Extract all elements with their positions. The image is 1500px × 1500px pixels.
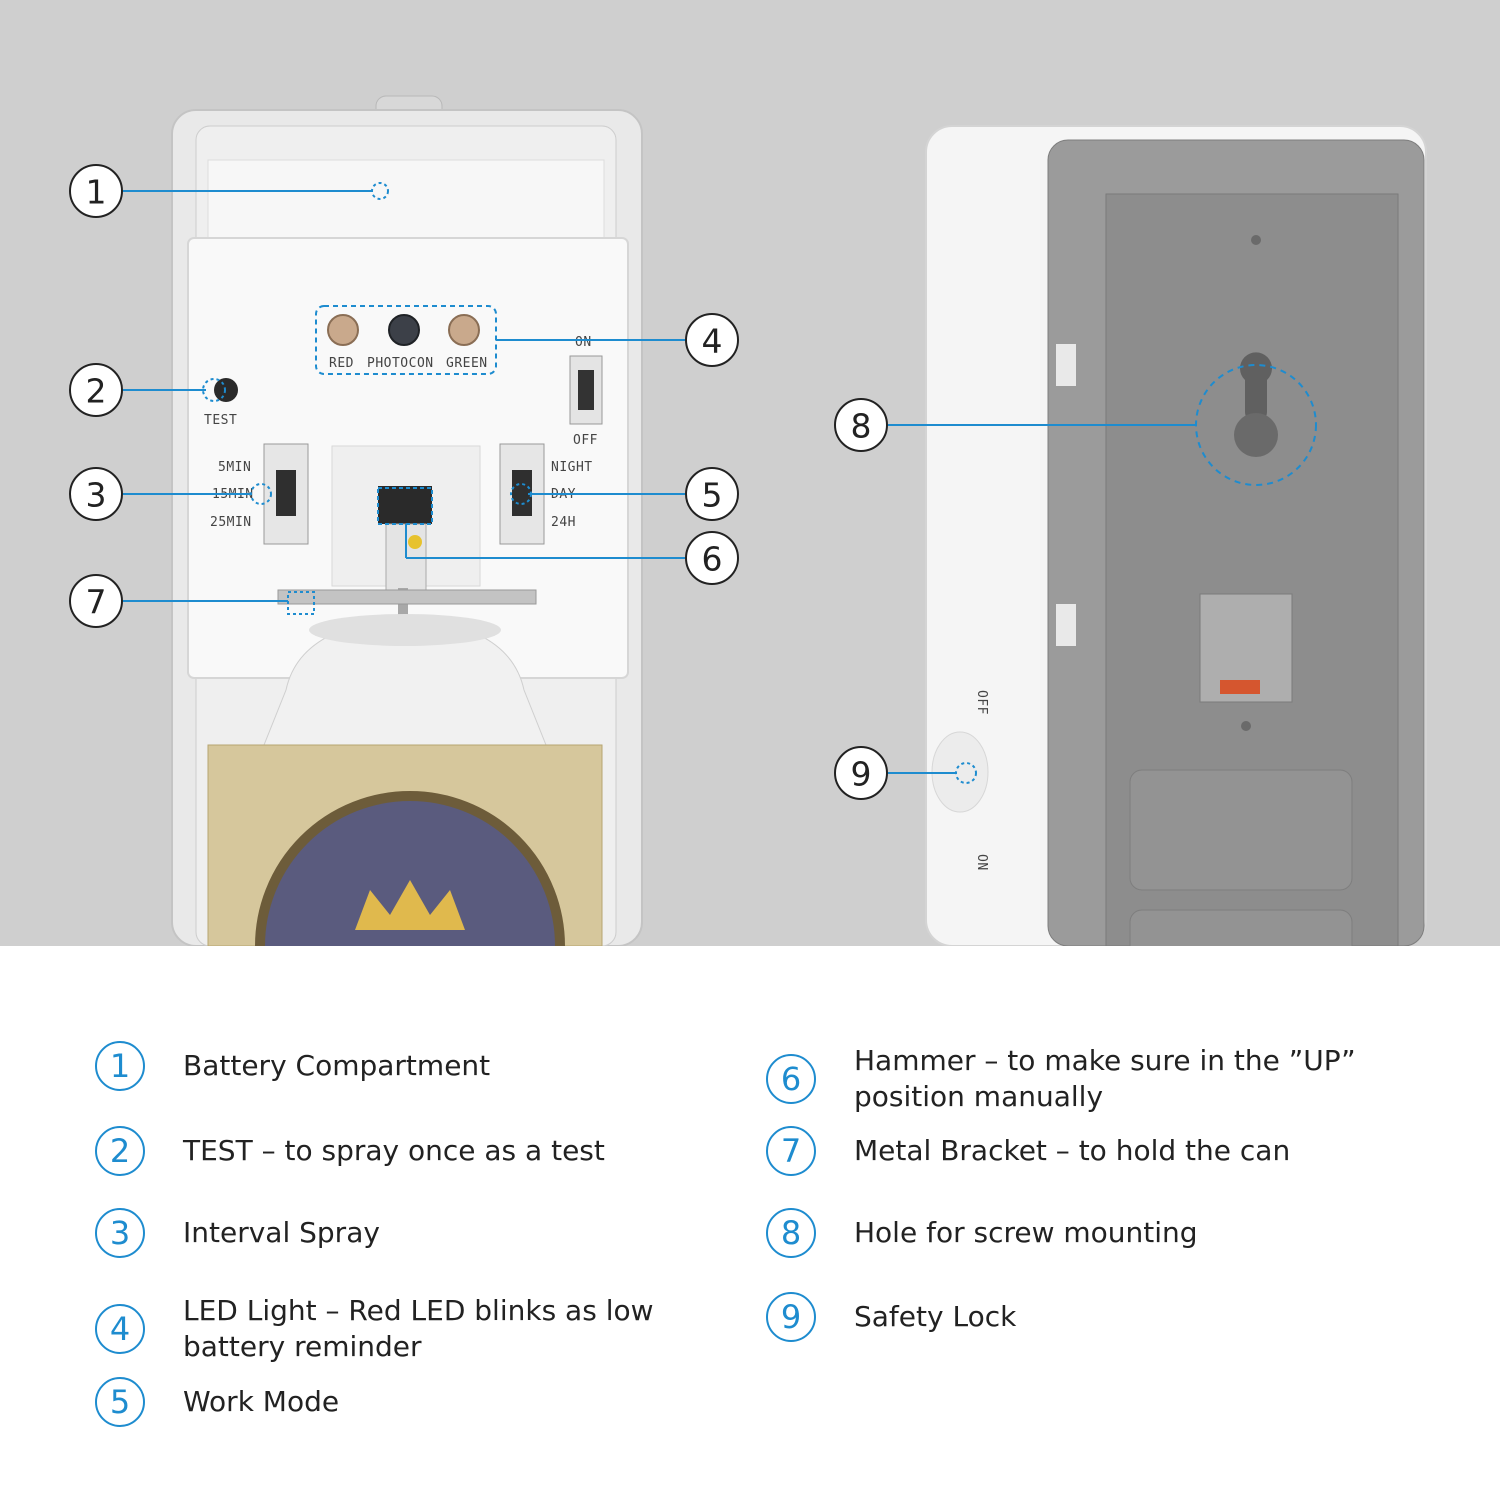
green-led [448,314,480,346]
front-view-device: RED PHOTOCON GREEN TEST ON OFF 5MIN 15MI… [171,95,643,946]
svg-text:3: 3 [86,476,107,515]
back-view-device: OFF ON [925,125,1427,946]
callout-6 [685,531,739,585]
legend-item-8: 8 Hole for screw mounting [766,1208,1374,1258]
label-24h: 24H [551,515,576,530]
svg-text:4: 4 [702,322,723,361]
svg-text:8: 8 [851,407,872,446]
legend-text: Battery Compartment [183,1049,491,1082]
hammer[interactable] [378,486,432,524]
svg-text:1: 1 [86,173,107,212]
callouts [123,182,1317,784]
metal-bracket [277,589,537,605]
label-25min: 25MIN [210,515,252,530]
label-green: GREEN [446,356,488,371]
legend-number: 1 [95,1041,145,1091]
svg-text:5: 5 [702,476,723,515]
device-illustration: RED PHOTOCON GREEN TEST ON OFF 5MIN 15MI… [69,95,1427,946]
screw-mount-hole [1240,352,1272,423]
legend-number: 7 [766,1126,816,1176]
callout-8 [834,398,888,452]
label-off: OFF [573,433,598,448]
legend-text: Work Mode [183,1385,340,1418]
product-photo: RED PHOTOCON GREEN TEST ON OFF 5MIN 15MI… [0,0,1500,946]
legend-text: LED Light – Red LED blinks as low batter… [183,1294,654,1363]
callout-7 [69,574,123,628]
legend-text: TEST – to spray once as a test [183,1134,605,1167]
legend-number: 6 [766,1054,816,1104]
legend-text: Hammer – to make sure in the ”UP” positi… [854,1044,1356,1113]
callout-1 [69,164,123,218]
legend-number: 2 [95,1126,145,1176]
legend-item-4: 4 LED Light – Red LED blinks as low batt… [95,1293,703,1365]
label-lock-off: OFF [974,690,989,715]
legend-number: 8 [766,1208,816,1258]
legend-text: Safety Lock [854,1300,1017,1333]
label-lock-on: ON [974,854,989,871]
legend-item-9: 9 Safety Lock [766,1292,1374,1342]
callout-5 [685,467,739,521]
hammer-indicator [408,535,422,549]
red-led [327,314,359,346]
label-on: ON [575,335,592,350]
label-night: NIGHT [551,460,593,475]
legend: 1 Battery Compartment 2 TEST – to spray … [0,946,1500,1500]
label-test: TEST [204,413,237,428]
label-red: RED [329,356,354,371]
legend-item-1: 1 Battery Compartment [95,1041,703,1091]
latch [1199,593,1293,703]
svg-text:6: 6 [702,540,723,579]
callout-4 [685,313,739,367]
legend-item-5: 5 Work Mode [95,1377,703,1427]
callout-9 [834,746,888,800]
legend-text: Hole for screw mounting [854,1216,1198,1249]
legend-text: Metal Bracket – to hold the can [854,1134,1291,1167]
svg-text:7: 7 [86,583,107,622]
legend-number: 3 [95,1208,145,1258]
svg-text:2: 2 [86,372,107,411]
callout-2 [69,363,123,417]
label-photocon: PHOTOCON [367,356,434,371]
legend-number: 4 [95,1304,145,1354]
callout-3 [69,467,123,521]
legend-number: 9 [766,1292,816,1342]
legend-number: 5 [95,1377,145,1427]
legend-item-2: 2 TEST – to spray once as a test [95,1126,703,1176]
photocon-sensor [388,314,420,346]
legend-item-3: 3 Interval Spray [95,1208,703,1258]
callout-badges: 1 2 3 4 5 6 7 8 9 [69,164,888,800]
svg-text:9: 9 [851,755,872,794]
label-5min: 5MIN [218,460,251,475]
legend-item-7: 7 Metal Bracket – to hold the can [766,1126,1374,1176]
legend-text: Interval Spray [183,1216,380,1249]
legend-item-6: 6 Hammer – to make sure in the ”UP” posi… [766,1043,1374,1115]
